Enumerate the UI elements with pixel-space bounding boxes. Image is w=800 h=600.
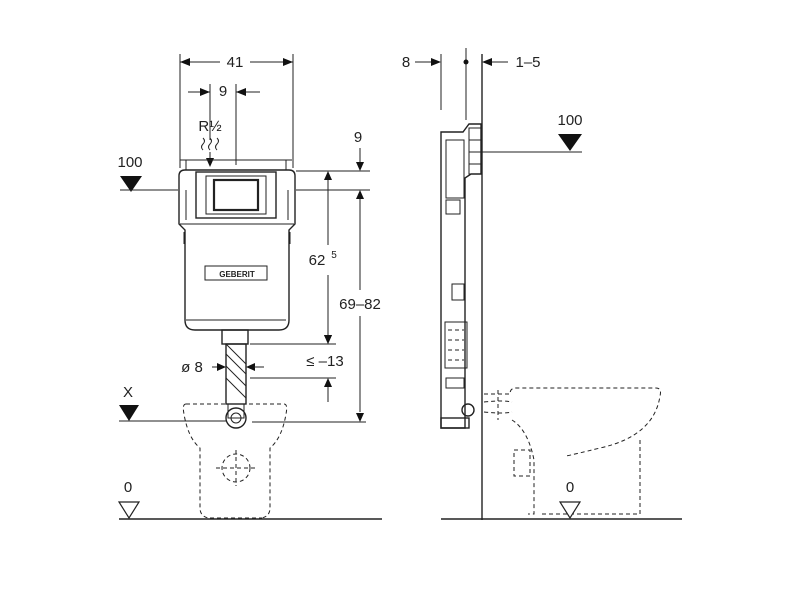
- level-x-label: X: [123, 384, 133, 401]
- toilet-pan-front: [182, 403, 288, 519]
- level-100-side-label: 100: [557, 112, 582, 129]
- dimension-height-range: 69–82: [252, 208, 381, 423]
- dimension-inlet-9: 9: [188, 83, 260, 165]
- level-100-label: 100: [117, 154, 142, 171]
- front-view: 41 9 R½ 9: [117, 54, 382, 520]
- level-marker-x: X: [119, 384, 226, 422]
- brand-label: GEBERIT: [219, 270, 255, 279]
- toilet-pan-side: [483, 387, 661, 515]
- dimension-diameter-8: ø 8: [181, 359, 264, 376]
- dimension-top-9: 9: [296, 129, 370, 208]
- frame-side: [440, 123, 482, 429]
- width-total-label: 41: [227, 54, 244, 71]
- pipe-offset-label: ≤ –13: [306, 353, 343, 370]
- floor-label-front: 0: [124, 479, 132, 496]
- dimension-height-62-5: 62 5: [309, 171, 337, 344]
- floor-label-side: 0: [566, 479, 574, 496]
- dimension-depth: 8 1–5: [402, 48, 541, 120]
- level-marker-100: 100: [117, 154, 178, 192]
- width-inlet-label: 9: [219, 83, 227, 100]
- level-marker-100-side: 100: [482, 112, 583, 153]
- dimension-41: 41: [179, 54, 294, 168]
- height-sup-label: 5: [331, 250, 337, 261]
- top-offset-label: 9: [354, 129, 362, 146]
- floor-front: 0: [117, 479, 382, 520]
- gap-label: 1–5: [515, 54, 540, 71]
- height-base-label: 62: [309, 252, 326, 269]
- side-view: 8 1–5: [402, 48, 682, 520]
- flush-pipe: [221, 329, 249, 429]
- depth-label: 8: [402, 54, 410, 71]
- floor-side: 0: [441, 479, 682, 520]
- pipe-diameter-label: ø 8: [181, 359, 203, 376]
- dimension-pipe-offset: ≤ –13: [250, 330, 344, 402]
- height-range-label: 69–82: [339, 296, 381, 313]
- concealed-cistern: GEBERIT: [178, 159, 296, 331]
- inlet-thread-label: R½: [198, 118, 222, 135]
